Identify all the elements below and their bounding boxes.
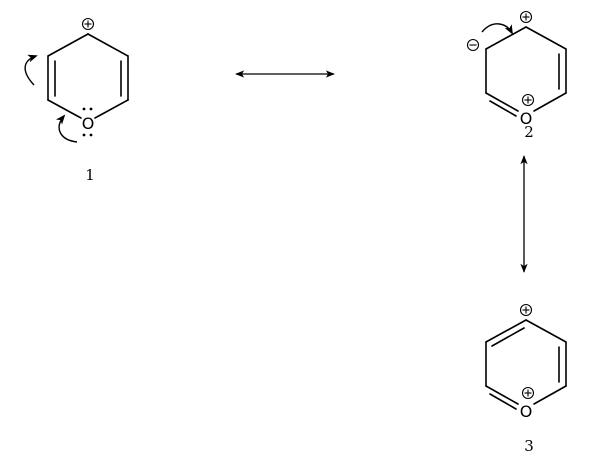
oxygen-atom: O xyxy=(82,114,95,133)
structure-1: O 1 xyxy=(24,17,129,184)
bond-c4-c5 xyxy=(47,33,89,57)
positive-charge-icon xyxy=(521,386,535,400)
bond-c6-o xyxy=(485,92,519,112)
negative-charge-icon xyxy=(466,38,480,52)
curly-arrow-icon xyxy=(55,114,78,143)
structure-number: 1 xyxy=(85,166,95,184)
bond-c6-o xyxy=(485,385,519,405)
positive-charge-icon xyxy=(519,303,533,317)
structure-number: 3 xyxy=(524,437,534,455)
positive-charge-icon xyxy=(521,93,535,107)
positive-charge-icon xyxy=(519,10,533,24)
bond-c4-c5 xyxy=(485,26,527,50)
structure-number: 2 xyxy=(524,123,534,141)
lone-pair-dot xyxy=(89,107,93,111)
bond-c2-o xyxy=(533,92,567,112)
bond-c4-c5 xyxy=(485,319,527,343)
bond-c4-c3 xyxy=(525,319,567,343)
bond-c4-c5-inner xyxy=(491,327,525,347)
structure-2: O 2 xyxy=(466,10,567,141)
oxygen-atom: O xyxy=(520,402,533,421)
lone-pair-dot xyxy=(82,107,86,111)
lone-pair-dot xyxy=(82,133,86,137)
bond-c2-o xyxy=(533,385,567,405)
bond-c4-c3 xyxy=(525,26,567,50)
lone-pair-dot xyxy=(89,133,93,137)
bond-c6-o-inner xyxy=(489,393,517,410)
bond-c2-o xyxy=(94,99,129,119)
bond-c4-c3 xyxy=(87,33,129,57)
curly-arrow-icon xyxy=(24,54,38,86)
structure-3: O 3 xyxy=(485,303,567,455)
bond-c6-o xyxy=(47,99,82,119)
curly-arrow-icon xyxy=(481,23,513,35)
oxygen-atom: O xyxy=(520,109,533,128)
bond-c6-o-inner xyxy=(489,100,517,117)
positive-charge-icon xyxy=(81,17,95,31)
